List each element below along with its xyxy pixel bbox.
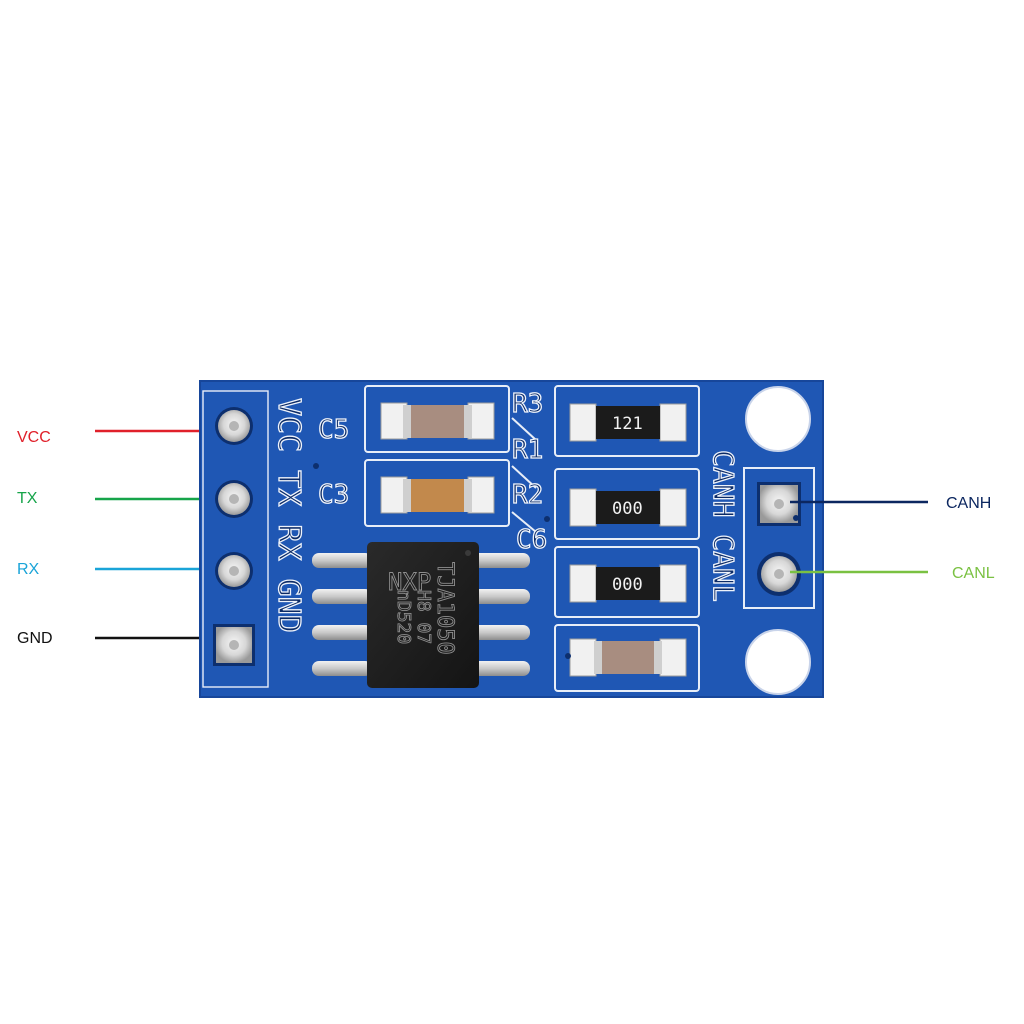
c3-capacitor [405, 479, 470, 512]
r2-resistor [596, 567, 660, 600]
tx-pin-label: TX [17, 490, 38, 507]
chip-part-number: TJA1050 [432, 562, 457, 655]
c3-label: C3 [318, 480, 349, 510]
chip-body [367, 542, 479, 688]
c6-label: C6 [516, 525, 547, 555]
r1-resistor [596, 491, 660, 524]
r1-label: R1 [512, 435, 543, 465]
board-substrate [200, 381, 823, 697]
chip-brand: NXP [388, 568, 431, 596]
chip-line3: nD520 [393, 590, 414, 644]
gnd-pin-label: GND [17, 630, 53, 647]
chip-line2: H8 07 [413, 590, 434, 644]
r2-label: R2 [512, 480, 543, 510]
left-header-pads [213, 407, 255, 666]
canl-pin-label: CANL [952, 565, 995, 582]
mounting-hole-top [746, 387, 810, 451]
r2-code: 000 [612, 575, 643, 595]
left-header-outline [202, 390, 269, 688]
r3-label: R3 [512, 389, 543, 419]
r1-code: 000 [612, 499, 643, 519]
right-header-outline [743, 467, 815, 609]
capacitor-area: C5 C3 [317, 385, 510, 527]
r3-resistor [596, 406, 660, 439]
rx-pin-label: RX [17, 561, 40, 578]
resistor-area: 121 000 000 [554, 385, 700, 692]
vcc-pin-label: VCC [17, 429, 51, 446]
c6-capacitor [596, 641, 660, 674]
left-header-silkscreen: VCC TX RX GND [271, 398, 306, 633]
tja1050-chip: NXP TJA1050 H8 07 nD520 [312, 542, 530, 688]
c5-capacitor [405, 405, 470, 438]
right-pin-legend: CANH CANL [790, 495, 995, 582]
resistor-labels: R3 R1 R2 C6 [511, 388, 548, 556]
pcb-board: VCC TX RX GND C5 C3 R3 R1 R2 [199, 380, 824, 698]
c5-label: C5 [318, 415, 349, 445]
mounting-hole-bottom [746, 630, 810, 694]
right-header [743, 467, 815, 609]
right-header-silkscreen: CANH CANL [707, 450, 740, 602]
r3-code: 121 [612, 414, 643, 434]
canh-pin-label: CANH [946, 495, 991, 512]
